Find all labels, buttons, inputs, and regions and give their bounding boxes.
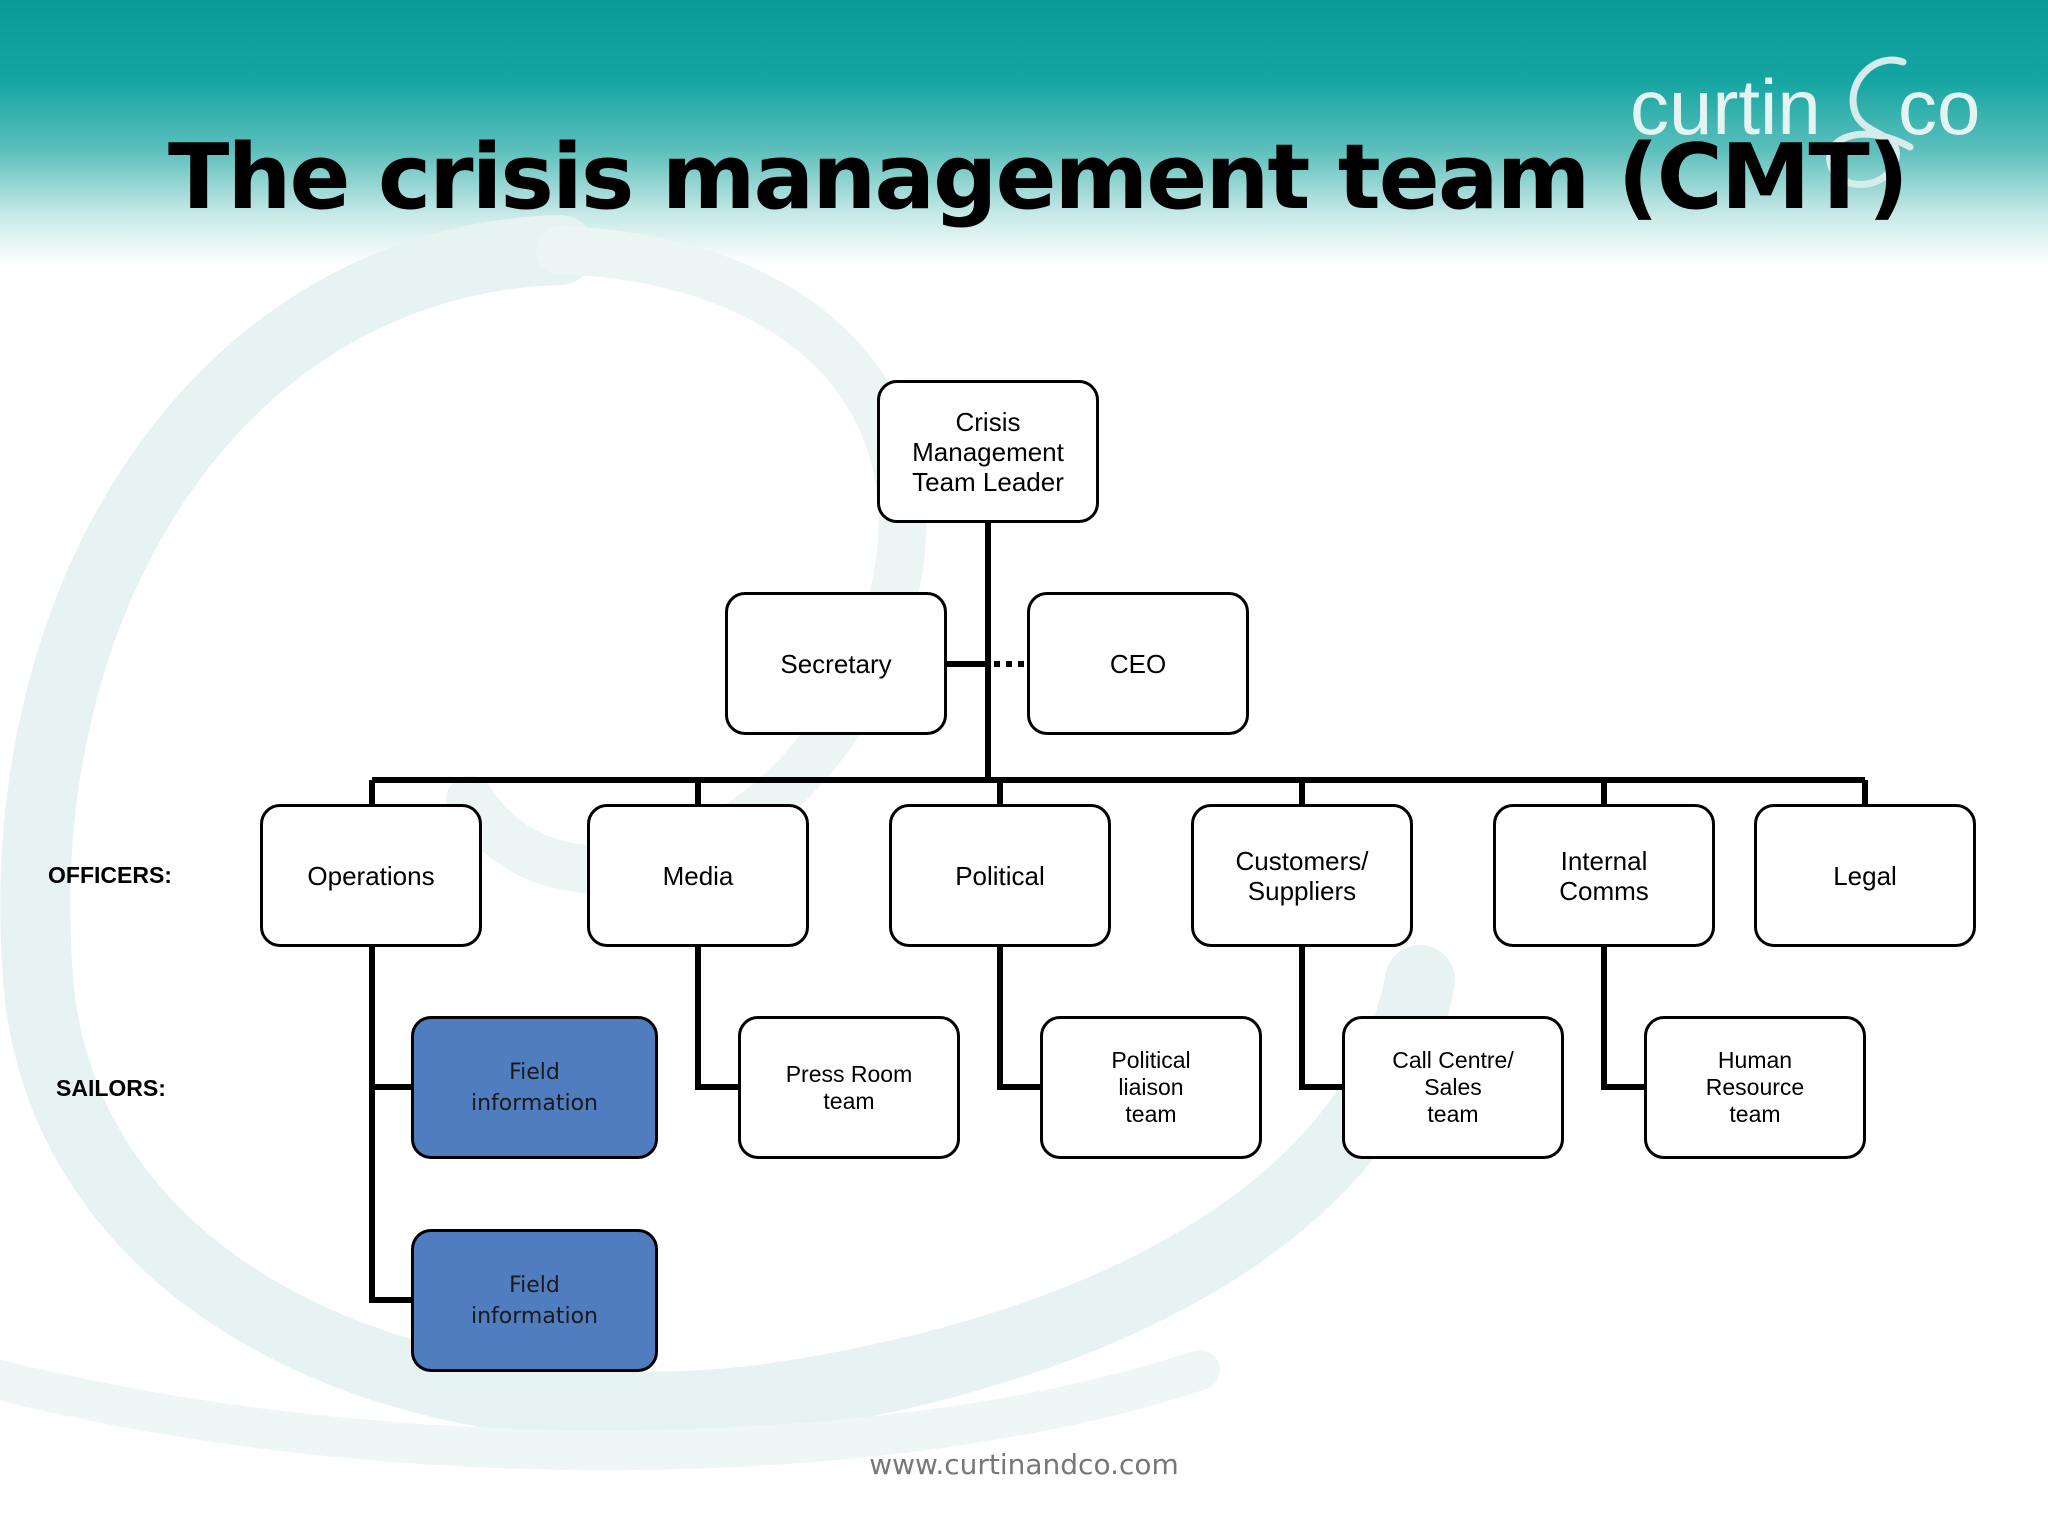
curtin-co-logo: curtin co (1620, 52, 2000, 202)
logo-text-co: co (1898, 63, 1981, 151)
connector-press (695, 944, 739, 1090)
footer-url: www.curtinandco.com (869, 1448, 1179, 1481)
node-field-information-2: Field information (411, 1229, 658, 1372)
node-internal-comms: Internal Comms (1493, 804, 1715, 947)
connector-callcentre (1299, 944, 1343, 1090)
ampersand-logo-icon (1826, 56, 1914, 188)
connector-field-2 (369, 1087, 412, 1303)
node-customers-suppliers: Customers/ Suppliers (1191, 804, 1413, 947)
node-field-information-1: Field information (411, 1016, 658, 1159)
node-ceo: CEO (1027, 592, 1249, 735)
logo-text-curtin: curtin (1630, 63, 1821, 151)
node-media: Media (587, 804, 809, 947)
row-label-officers: OFFICERS: (48, 862, 172, 888)
node-political-liaison-team: Political liaison team (1040, 1016, 1262, 1159)
node-press-room-team: Press Room team (738, 1016, 960, 1159)
node-call-centre-sales-team: Call Centre/ Sales team (1342, 1016, 1564, 1159)
slide-title: The crisis management team (CMT) (168, 125, 1909, 230)
node-operations: Operations (260, 804, 482, 947)
node-legal: Legal (1754, 804, 1976, 947)
row-label-sailors: SAILORS: (56, 1075, 166, 1101)
node-secretary: Secretary (725, 592, 947, 735)
connector-hr (1601, 944, 1645, 1090)
connector-field-1 (369, 944, 412, 1090)
connector-liaison (997, 944, 1041, 1090)
node-human-resource-team: Human Resource team (1644, 1016, 1866, 1159)
node-political: Political (889, 804, 1111, 947)
node-team-leader: Crisis Management Team Leader (877, 380, 1099, 523)
